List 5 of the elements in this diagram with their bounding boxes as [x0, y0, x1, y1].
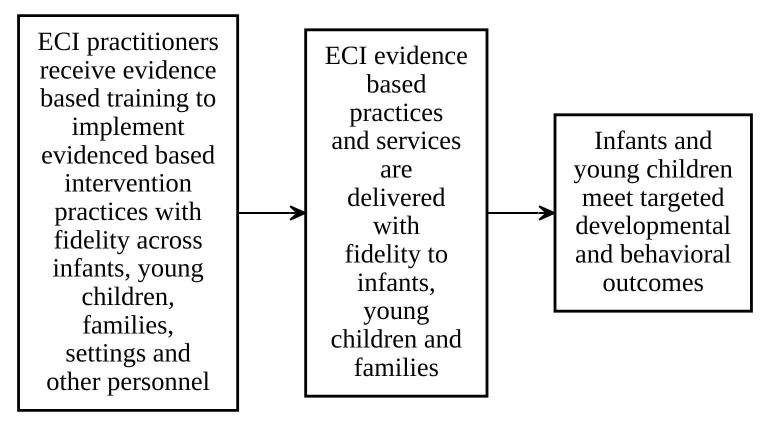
arrow — [238, 205, 306, 221]
arrow — [486, 205, 555, 221]
node-box: ECI evidence based practices and services are delivered with fidelity to infants, young children and families — [304, 28, 488, 398]
node-box: Infants and young children meet targeted developmental and behavioral outcomes — [553, 113, 752, 313]
node-box: ECI practitioners receive evidence based training to implement evidenced based intervention practices with fidelity across infants, young children, families, settings and other personnel — [16, 14, 239, 412]
